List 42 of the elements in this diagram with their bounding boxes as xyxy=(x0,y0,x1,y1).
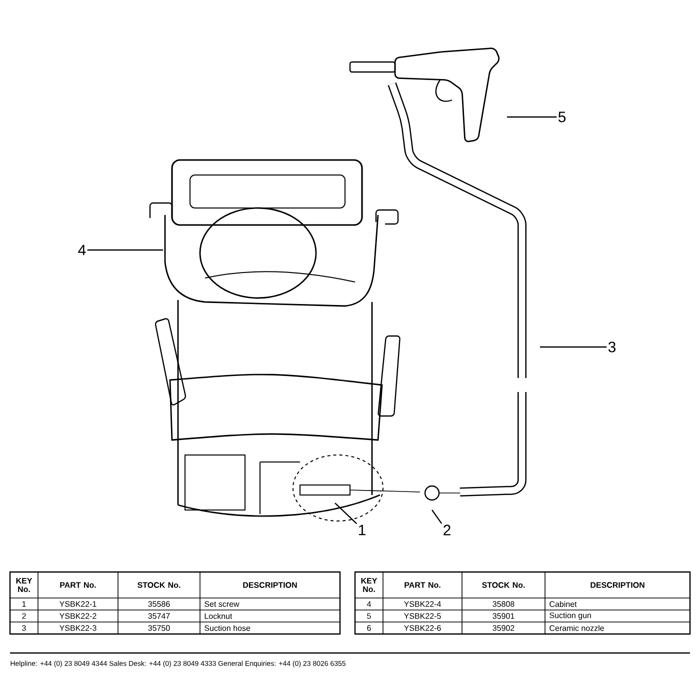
cell-text: 35586 xyxy=(148,601,170,607)
cell-text: Set screw xyxy=(204,601,240,607)
callout-number: 4 xyxy=(78,244,86,256)
cell-text: 4 xyxy=(366,601,371,607)
cell-text: 3 xyxy=(22,625,26,631)
leader-line xyxy=(87,249,163,251)
cell-text: YSBK22-2 xyxy=(60,613,96,619)
leader-line xyxy=(432,510,442,524)
cell-text: 6 xyxy=(367,625,371,631)
cell-text: YSBK22-5 xyxy=(404,613,441,619)
header-text: STOCK No. xyxy=(138,582,180,588)
header-text: DESCRIPTION xyxy=(243,582,297,588)
header-text: STOCK No. xyxy=(482,582,525,588)
cell-text: 1 xyxy=(22,601,26,607)
cell-text: Suction hose xyxy=(204,625,250,631)
callout-number: 2 xyxy=(444,524,450,536)
cell-text: 35747 xyxy=(148,613,170,619)
cell-text: 5 xyxy=(367,613,371,619)
cell-text: 2 xyxy=(22,613,26,619)
cell-text: Cabinet xyxy=(550,601,577,607)
header-text: DESCRIPTION xyxy=(590,582,644,588)
header-text: KEY No. xyxy=(361,578,378,592)
cell-text: YSBK22-4 xyxy=(404,601,441,607)
cell-text: Ceramic nozzle xyxy=(550,625,604,631)
leader-line xyxy=(540,346,607,348)
cell-text: 35901 xyxy=(492,613,514,619)
cell-text: 35808 xyxy=(492,601,514,607)
leader-line xyxy=(334,502,358,524)
header-text: PART No. xyxy=(60,582,96,588)
cell-text: Suction gun xyxy=(550,612,591,620)
cell-text: YSBK22-3 xyxy=(60,625,96,631)
cell-text: 35750 xyxy=(148,625,170,631)
cell-text: Locknut xyxy=(204,613,232,619)
cell-text: YSBK22-1 xyxy=(60,601,96,607)
header-text: KEY No. xyxy=(16,578,32,592)
cell-text: YSBK22-6 xyxy=(404,625,441,631)
header-text: PART No. xyxy=(404,582,440,588)
callout-number: 1 xyxy=(358,524,366,536)
callout-number: 3 xyxy=(608,342,616,352)
leader-line xyxy=(507,116,557,118)
callout-number: 5 xyxy=(558,112,566,122)
cell-text: 35902 xyxy=(492,625,514,631)
